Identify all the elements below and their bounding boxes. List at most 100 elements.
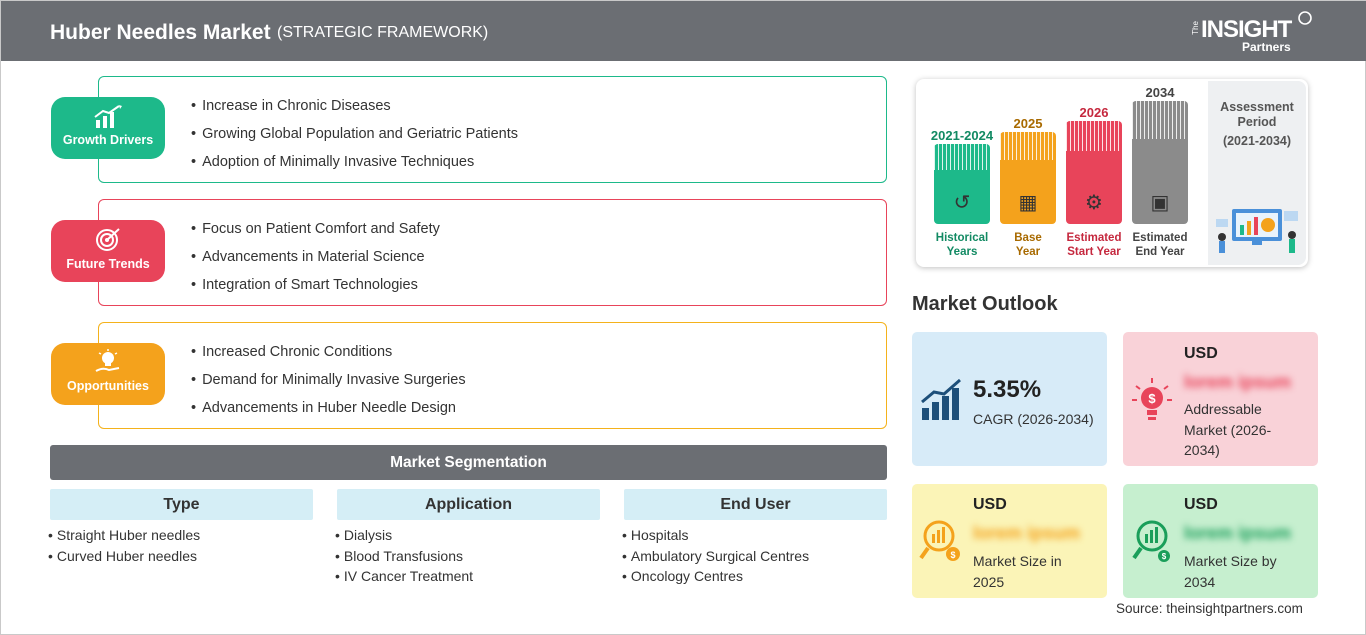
cagr-label: CAGR (2026-2034) bbox=[973, 411, 1094, 427]
size-2025-value: lorem ipsum bbox=[973, 523, 1081, 543]
growth-bars-icon bbox=[921, 378, 961, 420]
svg-text:$: $ bbox=[950, 550, 955, 560]
list-item: Ambulatory Surgical Centres bbox=[622, 548, 887, 569]
list-item: IV Cancer Treatment bbox=[335, 568, 600, 589]
pillar-stripes bbox=[1132, 101, 1188, 139]
coin-chart-icon: $ bbox=[1132, 520, 1170, 562]
timeline-base-icon: ▦ bbox=[1018, 192, 1038, 214]
list-item: Advancements in Material Science bbox=[191, 248, 440, 276]
segment-header: Application bbox=[337, 489, 600, 520]
timeline-label-line: Start Year bbox=[1067, 246, 1121, 258]
growth-drivers-list: Increase in Chronic Diseases Growing Glo… bbox=[191, 97, 518, 181]
list-item: Advancements in Huber Needle Design bbox=[191, 399, 466, 427]
opportunities-label: Opportunities bbox=[67, 379, 149, 393]
timeline-label-line: Base bbox=[1014, 232, 1042, 244]
opportunities-badge: Opportunities bbox=[51, 343, 165, 405]
list-item: Demand for Minimally Invasive Surgeries bbox=[191, 371, 466, 399]
assessment-label: Assessment Period bbox=[1220, 100, 1294, 129]
size-2025-currency: USD bbox=[973, 496, 1007, 513]
market-size-2025-card: $ USD lorem ipsum Market Size in 2025 bbox=[912, 484, 1107, 598]
growth-drivers-badge: Growth Drivers bbox=[51, 97, 165, 159]
market-segmentation-bar: Market Segmentation bbox=[50, 445, 887, 480]
pillar-stripes bbox=[934, 144, 990, 170]
future-trends-box: Focus on Patient Comfort and Safety Adva… bbox=[98, 199, 887, 306]
size-2025-label: Market Size in 2025 bbox=[973, 553, 1062, 590]
page-subtitle: (STRATEGIC FRAMEWORK) bbox=[277, 24, 489, 41]
timeline-pillar-base: ▦ bbox=[1000, 132, 1056, 224]
logo-bulb-icon bbox=[1298, 11, 1312, 25]
pillar-stripes bbox=[1000, 132, 1056, 160]
opportunities-list: Increased Chronic Conditions Demand for … bbox=[191, 343, 466, 427]
timeline-label-line: Years bbox=[946, 246, 978, 258]
timeline-label-line: End Year bbox=[1135, 246, 1185, 258]
logo-the: The bbox=[1191, 21, 1200, 35]
addressable-value: lorem ipsum bbox=[1184, 372, 1292, 392]
insight-partners-logo[interactable]: The INSIGHT Partners bbox=[1191, 9, 1321, 55]
assessment-period-panel: Assessment Period (2021-2034) bbox=[1208, 81, 1306, 265]
growth-chart-icon bbox=[94, 105, 122, 128]
timeline-label-line: Estimated bbox=[1132, 232, 1188, 244]
page-title: Huber Needles Market bbox=[50, 21, 271, 44]
addressable-currency: USD bbox=[1184, 345, 1218, 362]
timeline-label-line: Year bbox=[1015, 246, 1041, 258]
growth-drivers-label: Growth Drivers bbox=[62, 133, 154, 147]
cagr-value: 5.35% bbox=[973, 376, 1042, 403]
target-icon bbox=[96, 228, 120, 251]
addressable-market-card: $ USD lorem ipsum Addressable Market (20… bbox=[1123, 332, 1318, 466]
future-trends-badge: Future Trends bbox=[51, 220, 165, 282]
cagr-card: 5.35% CAGR (2026-2034) bbox=[912, 332, 1107, 466]
timeline-year-base: 2025 bbox=[1013, 116, 1043, 131]
logo-insight: INSIGHT bbox=[1201, 16, 1292, 43]
segment-header: End User bbox=[624, 489, 887, 520]
list-item: Focus on Patient Comfort and Safety bbox=[191, 220, 440, 248]
lightbulb-hand-icon bbox=[95, 349, 120, 372]
assessment-range: (2021-2034) bbox=[1222, 134, 1292, 148]
list-item: Hospitals bbox=[622, 527, 887, 548]
list-item: Increased Chronic Conditions bbox=[191, 343, 466, 371]
timeline-pillar-historical: ↺ bbox=[934, 144, 990, 224]
opportunities-box: Increased Chronic Conditions Demand for … bbox=[98, 322, 887, 429]
svg-text:$: $ bbox=[1162, 552, 1167, 561]
list-item: Adoption of Minimally Invasive Technique… bbox=[191, 153, 518, 181]
addressable-label: Addressable Market (2026-2034) bbox=[1184, 401, 1272, 458]
logo-partners: Partners bbox=[1242, 40, 1291, 54]
timeline-label-line: Estimated bbox=[1066, 232, 1122, 244]
coin-chart-icon: $ bbox=[919, 520, 960, 561]
timeline-pillar-end: ▣ bbox=[1132, 101, 1188, 224]
size-2034-label: Market Size by 2034 bbox=[1184, 553, 1277, 590]
list-item: Dialysis bbox=[335, 527, 600, 548]
source-note: Source: theinsightpartners.com bbox=[1116, 601, 1303, 616]
list-item: Increase in Chronic Diseases bbox=[191, 97, 518, 125]
list-item: Growing Global Population and Geriatric … bbox=[191, 125, 518, 153]
segment-header: Type bbox=[50, 489, 313, 520]
segment-column-application: Application Dialysis Blood Transfusions … bbox=[337, 489, 600, 589]
size-2034-value: lorem ipsum bbox=[1184, 523, 1292, 543]
timeline-year-historical: 2021-2024 bbox=[930, 128, 994, 143]
segment-column-type: Type Straight Huber needles Curved Huber… bbox=[50, 489, 313, 568]
timeline-label-line: Historical bbox=[935, 232, 989, 244]
timeline-year-start: 2026 bbox=[1079, 105, 1109, 120]
size-2034-currency: USD bbox=[1184, 496, 1218, 513]
future-trends-label: Future Trends bbox=[66, 257, 150, 271]
timeline-year-end: 2034 bbox=[1145, 85, 1175, 100]
growth-drivers-box: Increase in Chronic Diseases Growing Glo… bbox=[98, 76, 887, 183]
header-bar: Huber Needles Market (STRATEGIC FRAMEWOR… bbox=[1, 1, 1366, 61]
segment-column-end-user: End User Hospitals Ambulatory Surgical C… bbox=[624, 489, 887, 589]
list-item: Oncology Centres bbox=[622, 568, 887, 589]
timeline-start-icon: ⚙ bbox=[1085, 192, 1103, 214]
timeline-pillar-start: ⚙ bbox=[1066, 121, 1122, 224]
list-item: Straight Huber needles bbox=[48, 527, 313, 548]
dollar-bulb-icon: $ bbox=[1132, 378, 1172, 420]
timeline-historical-icon: ↺ bbox=[953, 192, 971, 214]
list-item: Integration of Smart Technologies bbox=[191, 276, 440, 304]
svg-text:$: $ bbox=[1148, 391, 1156, 406]
pillar-stripes bbox=[1066, 121, 1122, 151]
analytics-illustration-icon bbox=[1216, 209, 1298, 253]
market-size-2034-card: $ USD lorem ipsum Market Size by 2034 bbox=[1123, 484, 1318, 598]
list-item: Curved Huber needles bbox=[48, 548, 313, 569]
